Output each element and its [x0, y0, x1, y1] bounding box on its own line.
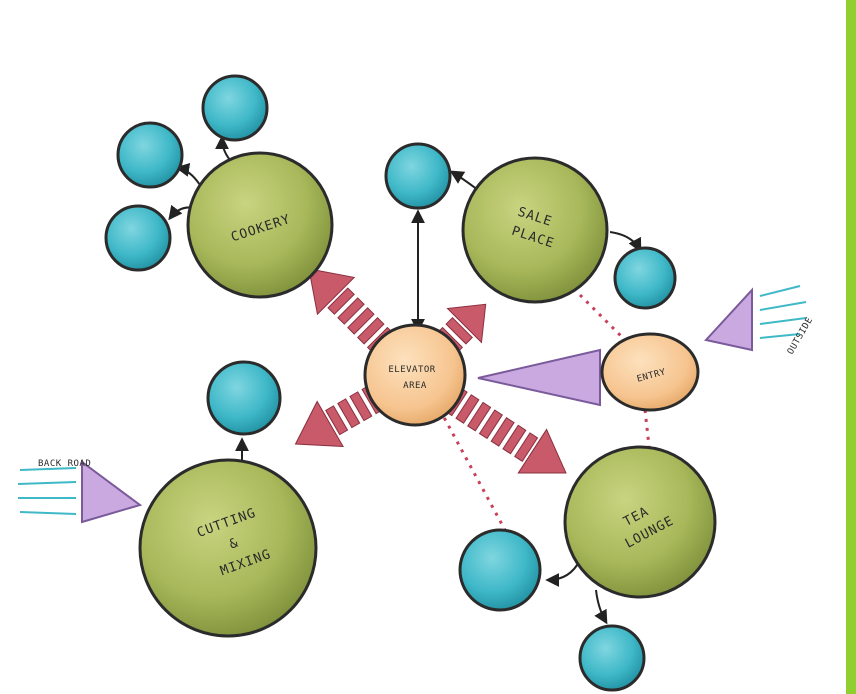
small-node-7	[458, 528, 542, 612]
node-sale-place: SALE PLACE	[461, 156, 609, 304]
sale-place-connector-1	[449, 170, 479, 191]
back-road-wedge	[81, 460, 143, 524]
outside-entry-wedge	[704, 287, 753, 352]
node-cookery: COOKERY	[186, 151, 334, 299]
arrow-to-cookery	[308, 268, 405, 365]
cookery-connector-1	[175, 162, 201, 186]
node-entry: ENTRY	[600, 332, 700, 412]
node-cutting-mixing: CUTTING & MIXING	[138, 458, 318, 638]
small-node-3	[104, 204, 172, 272]
edge-accent-bar	[846, 0, 856, 694]
tea-lounge-connector-1	[545, 559, 581, 587]
small-node-8	[578, 624, 646, 692]
small-node-6	[206, 360, 282, 436]
small-node-2	[116, 121, 184, 189]
entry-to-elevator-wedge	[477, 348, 601, 407]
elevator-label: ELEVATOR AREA	[388, 365, 441, 391]
arrow-to-tea-lounge	[431, 378, 567, 474]
small-node-4	[384, 142, 452, 210]
node-tea-lounge: TEA LOUNGE	[563, 445, 717, 599]
outside-label: OUTSIDE	[786, 316, 815, 357]
outside-speed-lines	[759, 285, 807, 339]
connectors	[168, 135, 642, 625]
back-road-speed-lines	[17, 467, 77, 515]
svg-text:BACK ROAD: BACK ROAD	[38, 459, 91, 469]
sale-place-connector-2	[609, 231, 642, 253]
cookery-connector-3	[215, 135, 231, 161]
small-node-5	[613, 246, 677, 310]
back-road-label: BACK ROAD	[38, 459, 91, 469]
node-elevator: ELEVATOR AREA	[363, 323, 467, 427]
tea-lounge-connector-2	[594, 589, 608, 625]
secondary-spaces	[104, 74, 677, 692]
small-node-1	[201, 74, 269, 142]
